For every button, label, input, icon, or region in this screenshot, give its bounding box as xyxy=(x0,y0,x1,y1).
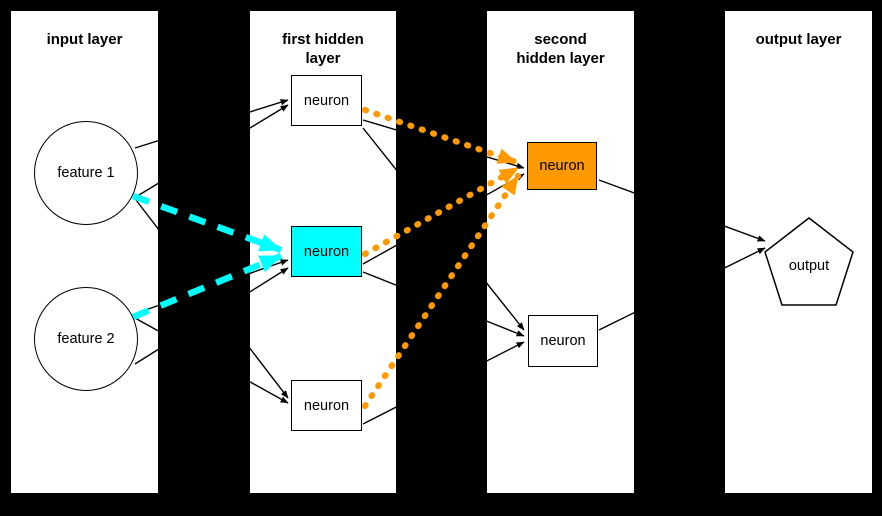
panel-second-hidden-layer: second hidden layer xyxy=(487,11,634,493)
node-hidden2-bottom[interactable]: neuron xyxy=(528,315,598,367)
panel-title-input-layer: input layer xyxy=(46,31,123,48)
node-label-feature-1: feature 1 xyxy=(57,165,115,181)
node-feature-1[interactable]: feature 1 xyxy=(34,121,138,225)
node-label-hidden1-middle: neuron xyxy=(303,243,350,260)
node-hidden1-middle-highlighted[interactable]: neuron xyxy=(291,226,362,277)
node-hidden2-top-highlighted[interactable]: neuron xyxy=(527,142,597,190)
node-hidden1-top[interactable]: neuron xyxy=(291,75,362,126)
node-output[interactable]: output xyxy=(761,214,857,314)
node-label-output: output xyxy=(788,258,830,274)
node-label-feature-2: feature 2 xyxy=(57,331,115,347)
panel-title-output-layer: output layer xyxy=(755,31,842,48)
panel-title-first-hidden-layer-line1: first hidden xyxy=(282,31,364,48)
panel-title-first-hidden-layer-line2: layer xyxy=(305,50,341,67)
node-hidden1-bottom[interactable]: neuron xyxy=(291,380,362,431)
node-label-hidden1-top: neuron xyxy=(303,92,350,109)
panel-title-second-hidden-layer-line2: hidden layer xyxy=(516,50,605,67)
pentagon-shape xyxy=(764,217,854,306)
panel-input-layer: input layer xyxy=(11,11,158,493)
node-label-hidden2-top: neuron xyxy=(539,158,585,174)
panel-title-second-hidden-layer-line1: second xyxy=(534,31,587,48)
node-feature-2[interactable]: feature 2 xyxy=(34,287,138,391)
node-label-hidden1-bottom: neuron xyxy=(303,397,350,414)
node-label-hidden2-bottom: neuron xyxy=(540,333,586,349)
